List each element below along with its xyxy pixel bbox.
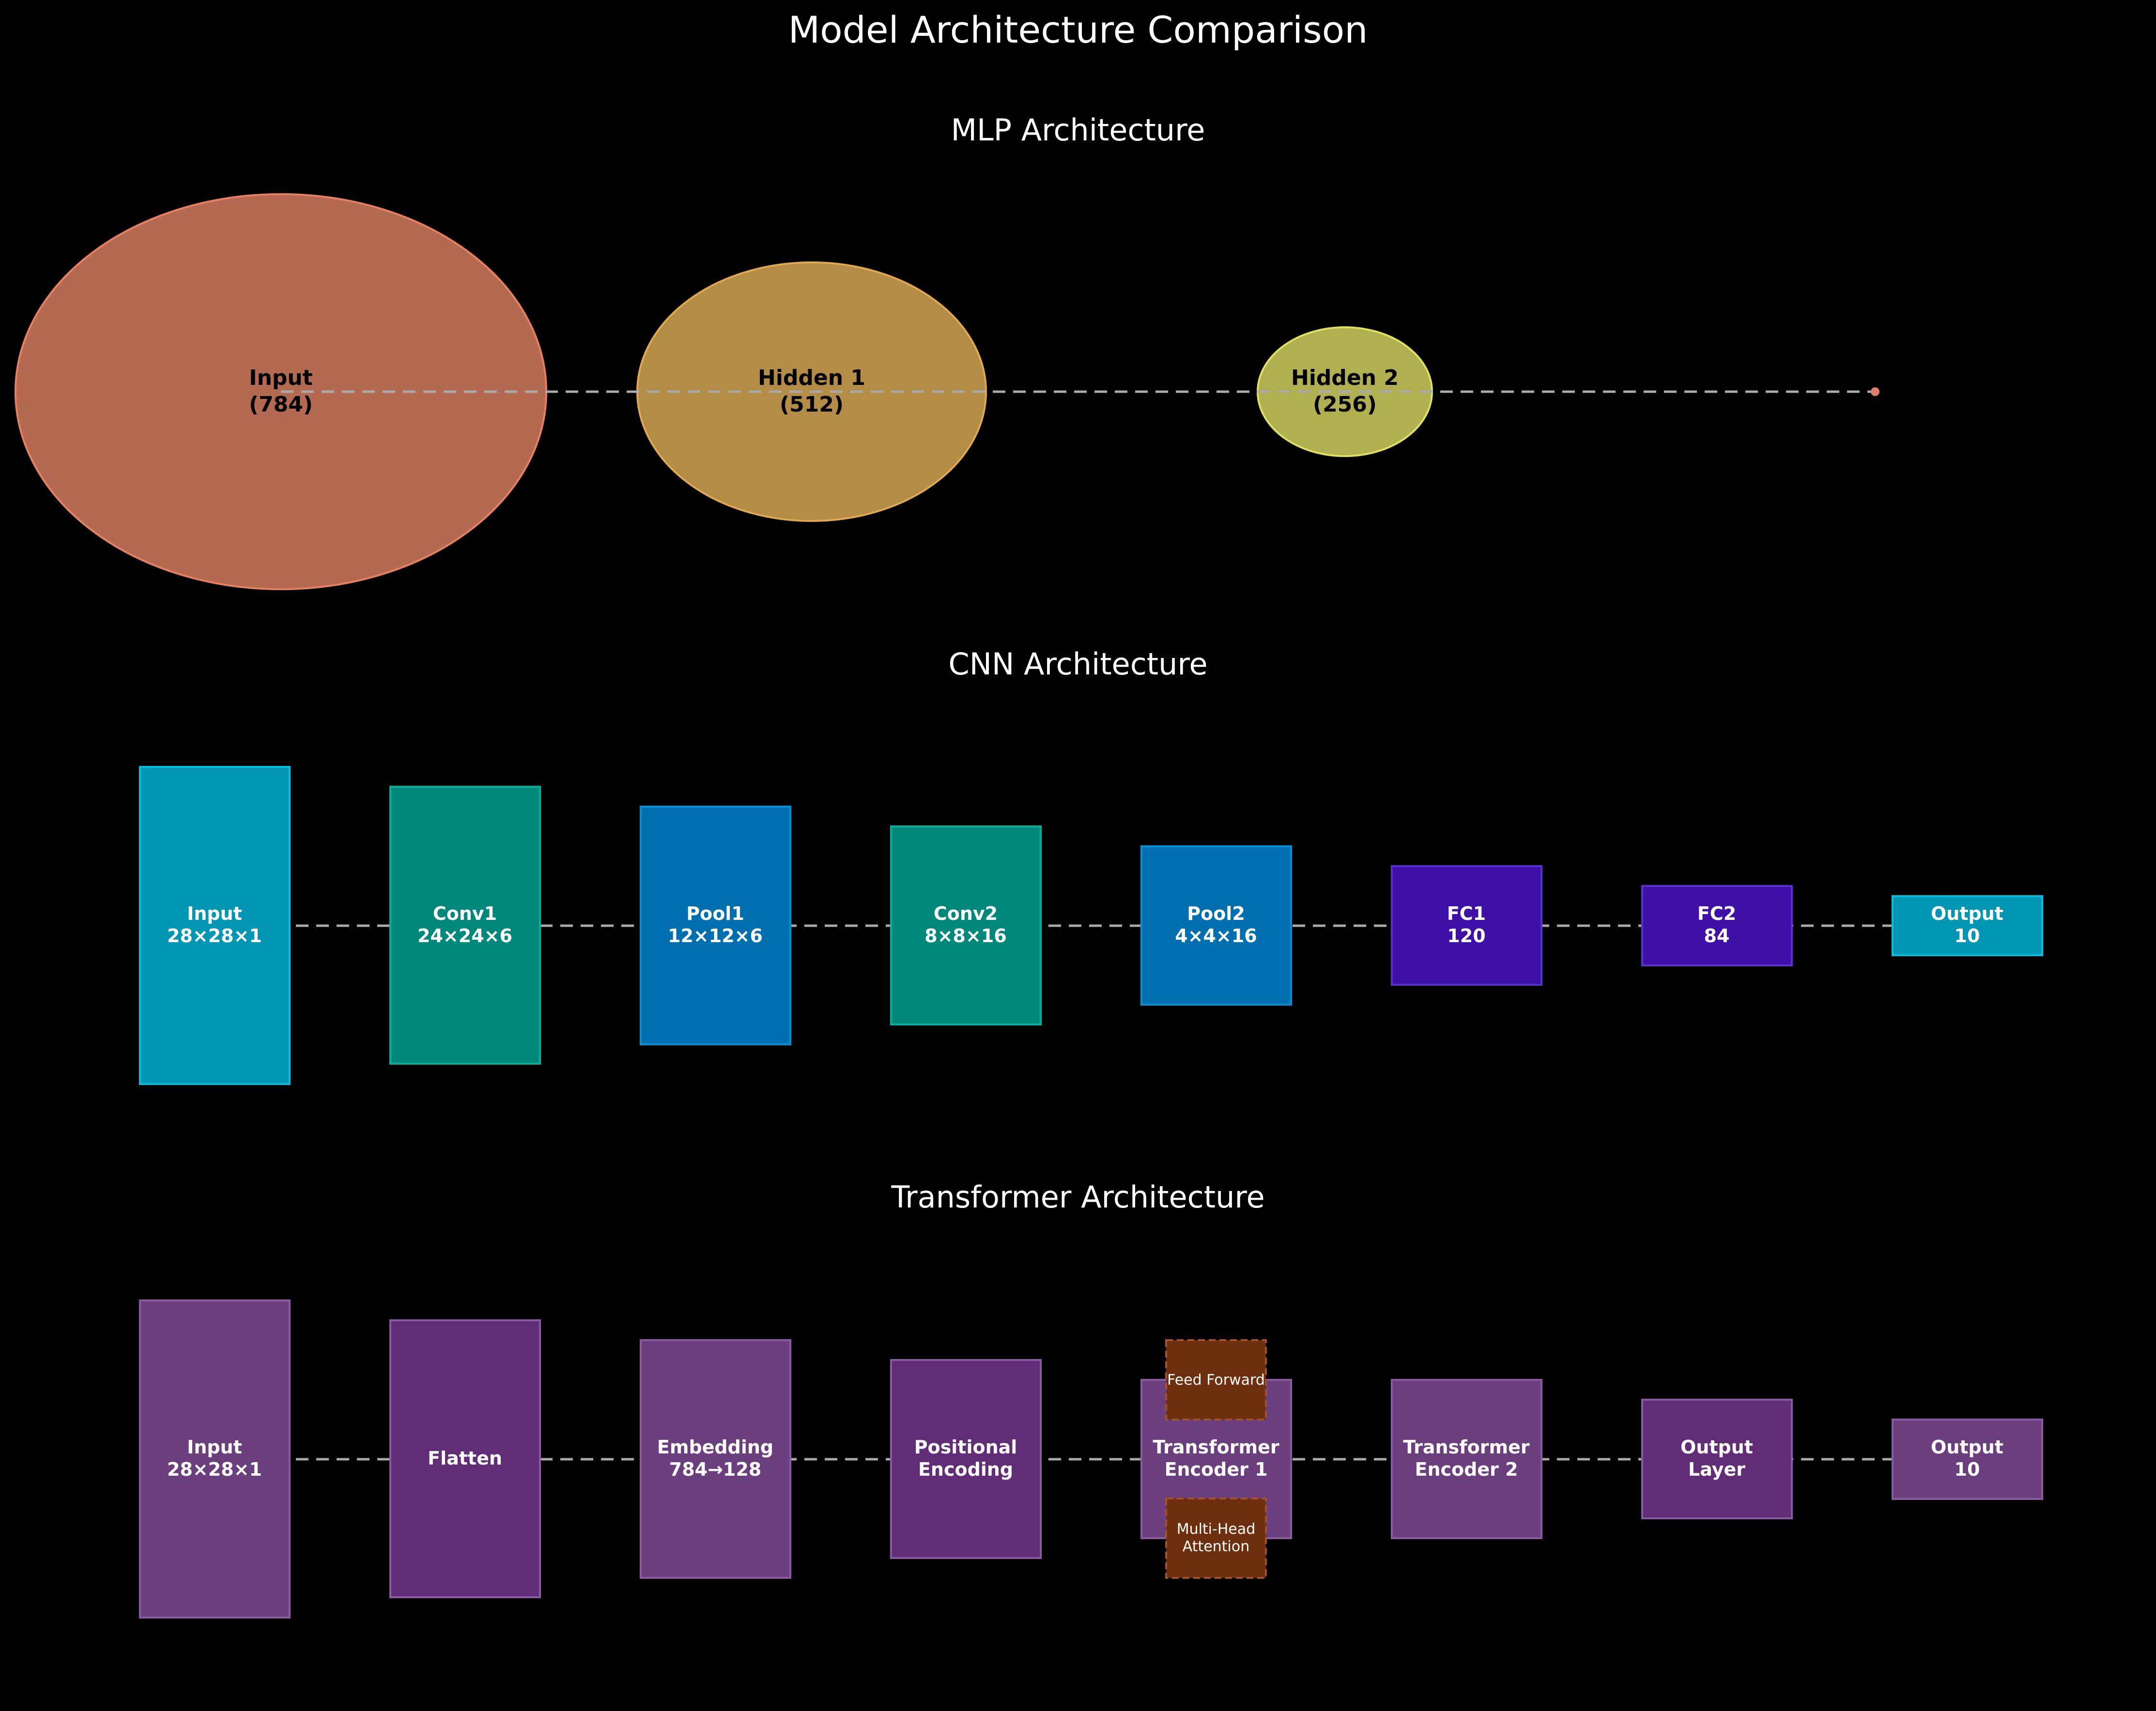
attention-label-2: Attention	[1183, 1538, 1249, 1555]
mlp-hidden1-name: Hidden 1	[758, 366, 865, 390]
tf-input-layer	[139, 1299, 291, 1619]
cnn-fc1-label: FC1	[1447, 903, 1486, 924]
cnn-title: CNN Architecture	[948, 646, 1207, 682]
tf-flatten-layer	[389, 1319, 541, 1598]
main-title: Model Architecture Comparison	[788, 8, 1368, 51]
transformer-section: Transformer Architecture Input 28×28×1 F…	[139, 1179, 2043, 1619]
tf-positional-label-1: Positional	[914, 1436, 1017, 1458]
feed-forward-label: Feed Forward	[1167, 1372, 1265, 1389]
cnn-input-layer	[139, 766, 291, 1085]
attention-label-1: Multi-Head	[1177, 1521, 1256, 1538]
cnn-conv1-shape: 24×24×6	[417, 925, 512, 947]
tf-output-units: 10	[1955, 1459, 1980, 1480]
tf-embedding-dims: 784→128	[669, 1459, 761, 1480]
tf-flatten-label: Flatten	[428, 1448, 502, 1469]
cnn-conv2-label: Conv2	[934, 903, 998, 924]
cnn-conv1-label: Conv1	[433, 903, 497, 924]
attention-sublayer	[1165, 1497, 1267, 1579]
feed-forward-sublayer	[1165, 1339, 1267, 1421]
cnn-output-units: 10	[1955, 925, 1980, 947]
mlp-input-size: (784)	[249, 392, 313, 417]
tf-output-layer	[1641, 1399, 1793, 1519]
cnn-fc2-layer	[1641, 885, 1793, 966]
mlp-section: MLP Architecture Input (784) Hidden 1 (5…	[15, 112, 1879, 590]
mlp-hidden2-name: Hidden 2	[1291, 366, 1399, 390]
tf-embedding-layer	[640, 1339, 791, 1579]
cnn-conv2-layer	[890, 825, 1042, 1025]
tf-encoder2-label-1: Transformer	[1403, 1436, 1530, 1458]
cnn-output-label: Output	[1931, 903, 2003, 924]
tf-output-label: Output	[1931, 1436, 2003, 1458]
cnn-pool1-shape: 12×12×6	[668, 925, 763, 947]
cnn-pool1-layer	[640, 806, 791, 1045]
tf-output-layer-label-2: Layer	[1688, 1459, 1745, 1480]
mlp-title: MLP Architecture	[951, 112, 1205, 148]
tf-input-shape: 28×28×1	[167, 1459, 262, 1480]
cnn-pool2-layer	[1140, 845, 1292, 1006]
tf-output-layer-label-1: Output	[1680, 1436, 1753, 1458]
mlp-output-dot	[1871, 387, 1879, 396]
cnn-pool2-label: Pool2	[1187, 903, 1245, 924]
tf-embedding-label: Embedding	[657, 1436, 773, 1458]
tf-encoder1-label-2: Encoder 1	[1164, 1459, 1267, 1480]
mlp-input-name: Input	[249, 366, 313, 390]
mlp-hidden1-size: (512)	[780, 392, 844, 417]
mlp-hidden2-size: (256)	[1313, 392, 1377, 417]
cnn-fc2-label: FC2	[1697, 903, 1736, 924]
cnn-pool1-label: Pool1	[686, 903, 744, 924]
cnn-fc2-units: 84	[1704, 925, 1730, 947]
cnn-input-shape: 28×28×1	[167, 925, 262, 947]
tf-encoder2-label-2: Encoder 2	[1415, 1459, 1518, 1480]
cnn-output-layer	[1892, 895, 2043, 956]
cnn-section: CNN Architecture Input 28×28×1 Conv1 24×…	[139, 646, 2043, 1085]
tf-positional-encoding-layer	[890, 1359, 1042, 1559]
cnn-fc1-layer	[1391, 865, 1542, 986]
tf-encoder1-label-1: Transformer	[1153, 1436, 1279, 1458]
tf-encoder2-layer	[1391, 1379, 1542, 1539]
cnn-input-label: Input	[187, 903, 242, 924]
cnn-conv1-layer	[389, 786, 541, 1065]
cnn-pool2-shape: 4×4×16	[1175, 925, 1257, 947]
tf-output-10-layer	[1892, 1419, 2043, 1500]
tf-positional-label-2: Encoding	[918, 1459, 1013, 1480]
transformer-title: Transformer Architecture	[891, 1179, 1264, 1215]
cnn-conv2-shape: 8×8×16	[924, 925, 1006, 947]
cnn-fc1-units: 120	[1447, 925, 1485, 947]
tf-input-label: Input	[187, 1436, 242, 1458]
